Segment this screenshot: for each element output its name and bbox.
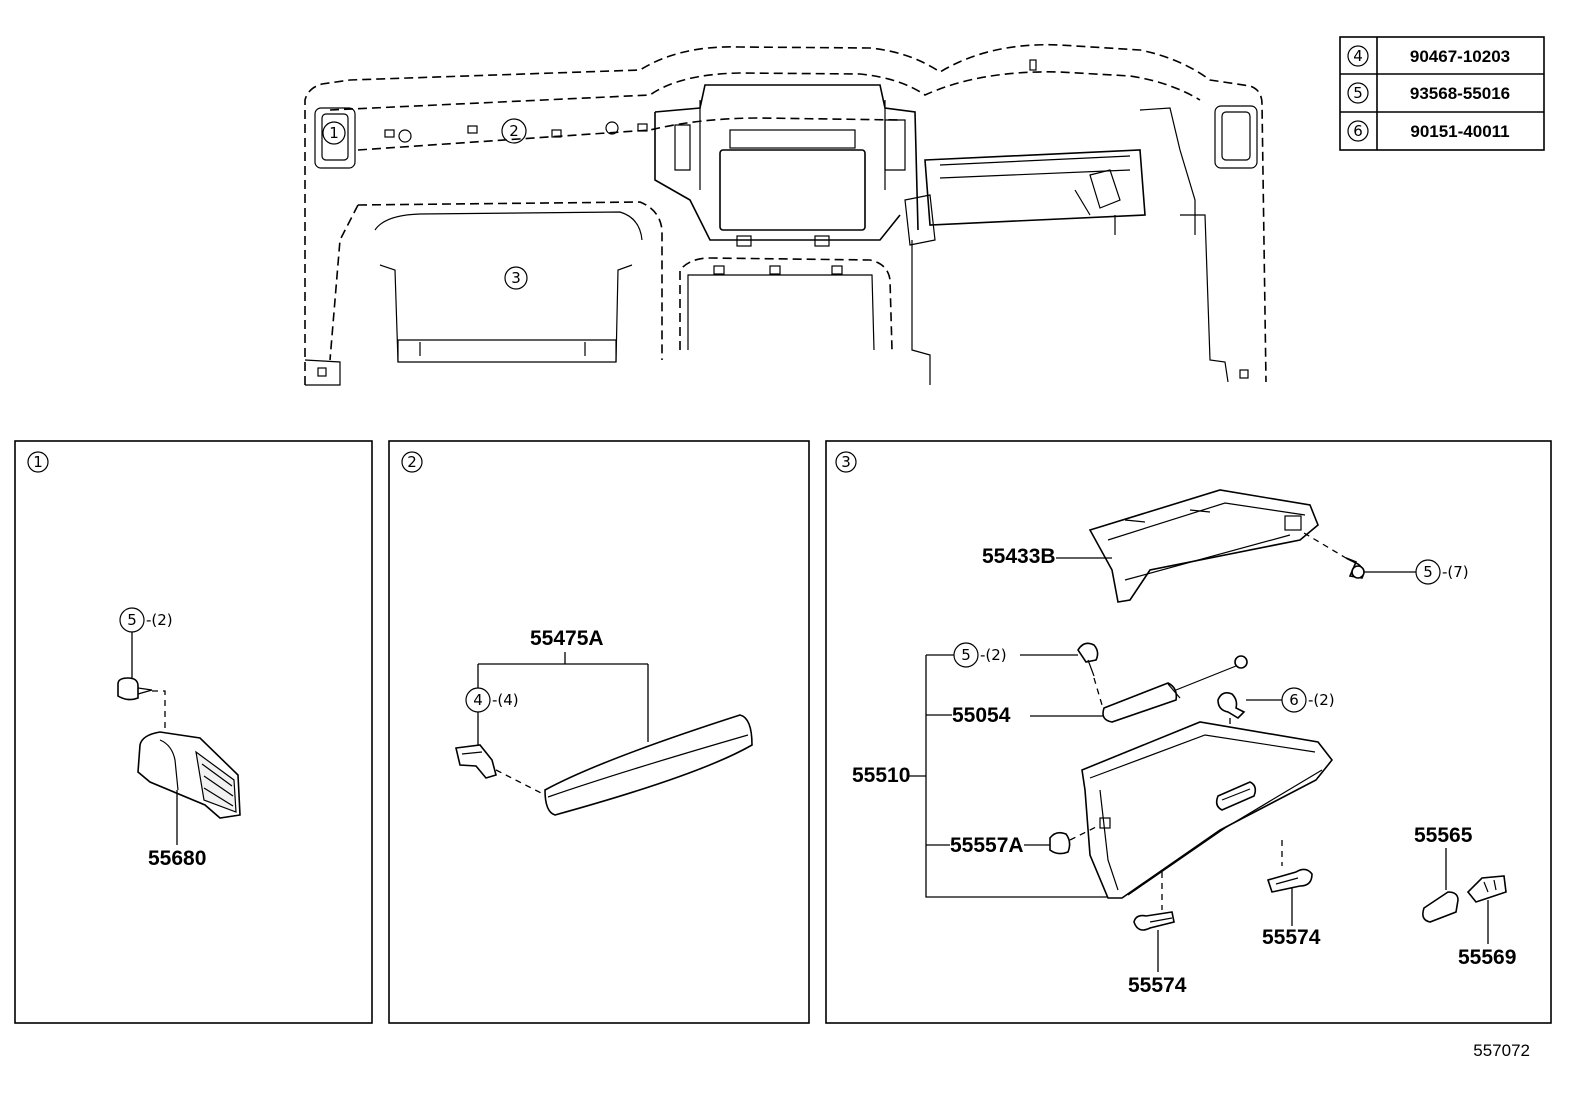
svg-text:-(2): -(2) — [146, 611, 173, 629]
table-row: 5 93568-55016 — [1347, 82, 1510, 104]
overview-callout-1: 1 — [322, 121, 346, 145]
svg-text:90467-10203: 90467-10203 — [1410, 47, 1510, 66]
panel-1-label: 1 — [27, 451, 49, 473]
svg-text:6: 6 — [1353, 122, 1363, 140]
svg-text:-(2): -(2) — [980, 646, 1007, 664]
svg-text:5: 5 — [127, 611, 137, 629]
clip-icon — [455, 744, 497, 779]
lock-bracket-icon — [1466, 875, 1507, 903]
svg-text:-(4): -(4) — [492, 691, 519, 709]
panel-3: 3 55433B 5 -(7) 55510 5 — [825, 440, 1552, 1024]
svg-text:4: 4 — [1353, 47, 1363, 65]
part-55557A: 55557A — [950, 834, 1024, 857]
panel-3-asm-fastener-callout: 5 -(2) — [953, 642, 1007, 668]
svg-text:5: 5 — [961, 646, 971, 664]
svg-text:2: 2 — [407, 453, 417, 471]
panel-3-label: 3 — [835, 451, 857, 473]
part-55433B: 55433B — [982, 545, 1056, 568]
svg-text:-(2): -(2) — [1308, 691, 1335, 709]
panel-1-fastener-callout: 5 -(2) — [119, 607, 173, 682]
svg-text:5: 5 — [1353, 84, 1363, 102]
side-vent-icon — [137, 731, 241, 819]
screw-icon — [1345, 557, 1365, 579]
svg-text:4: 4 — [473, 691, 483, 709]
svg-text:5: 5 — [1423, 563, 1433, 581]
panel-3-clip-callout: 6 -(2) — [1281, 687, 1335, 713]
svg-text:1: 1 — [329, 124, 339, 142]
table-row: 6 90151-40011 — [1347, 120, 1510, 142]
part-55574-left: 55574 — [1128, 974, 1187, 997]
panel-2-label: 2 — [401, 451, 423, 473]
svg-text:1: 1 — [33, 453, 43, 471]
svg-text:3: 3 — [841, 453, 851, 471]
stopper-icon — [1049, 831, 1071, 855]
pin-icon — [1266, 868, 1313, 893]
instrument-panel-overview: 1 2 3 — [304, 43, 1267, 386]
part-55510: 55510 — [852, 764, 910, 787]
screw-icon — [1077, 642, 1099, 677]
svg-text:90151-40011: 90151-40011 — [1410, 122, 1509, 141]
table-row: 4 90467-10203 — [1347, 45, 1510, 67]
glove-box-door-frame-icon — [1088, 489, 1319, 603]
panel-2-fastener-callout: 4 -(4) — [465, 687, 519, 748]
damper-icon — [1102, 655, 1248, 723]
diagram-code: 557072 — [1473, 1041, 1530, 1060]
panel-2: 2 55475A 4 -(4) — [388, 440, 810, 1024]
panel-1: 1 5 -(2) 55680 — [14, 440, 373, 1024]
part-55569: 55569 — [1458, 946, 1516, 969]
svg-text:93568-55016: 93568-55016 — [1410, 84, 1510, 103]
svg-text:3: 3 — [511, 269, 521, 287]
part-55565: 55565 — [1414, 824, 1473, 847]
glove-box-icon — [1081, 721, 1334, 899]
part-55054: 55054 — [952, 704, 1011, 727]
svg-text:2: 2 — [509, 122, 519, 140]
lock-cover-icon — [1422, 891, 1459, 923]
part-55574-right: 55574 — [1262, 926, 1321, 949]
clip-icon — [1217, 692, 1246, 720]
fastener-table: 4 90467-10203 5 93568-55016 6 90151-4001… — [1339, 36, 1545, 151]
overview-callout-2: 2 — [501, 118, 527, 144]
part-55475A: 55475A — [530, 627, 604, 650]
screw-icon — [117, 677, 153, 701]
garnish-strip-icon — [544, 714, 753, 816]
overview-callout-3: 3 — [504, 266, 528, 290]
svg-text:6: 6 — [1289, 691, 1299, 709]
panel-3-top-fastener-callout: 5 -(7) — [1415, 559, 1469, 585]
part-55680: 55680 — [148, 847, 206, 870]
svg-text:-(7): -(7) — [1442, 563, 1469, 581]
pin-icon — [1133, 911, 1175, 931]
